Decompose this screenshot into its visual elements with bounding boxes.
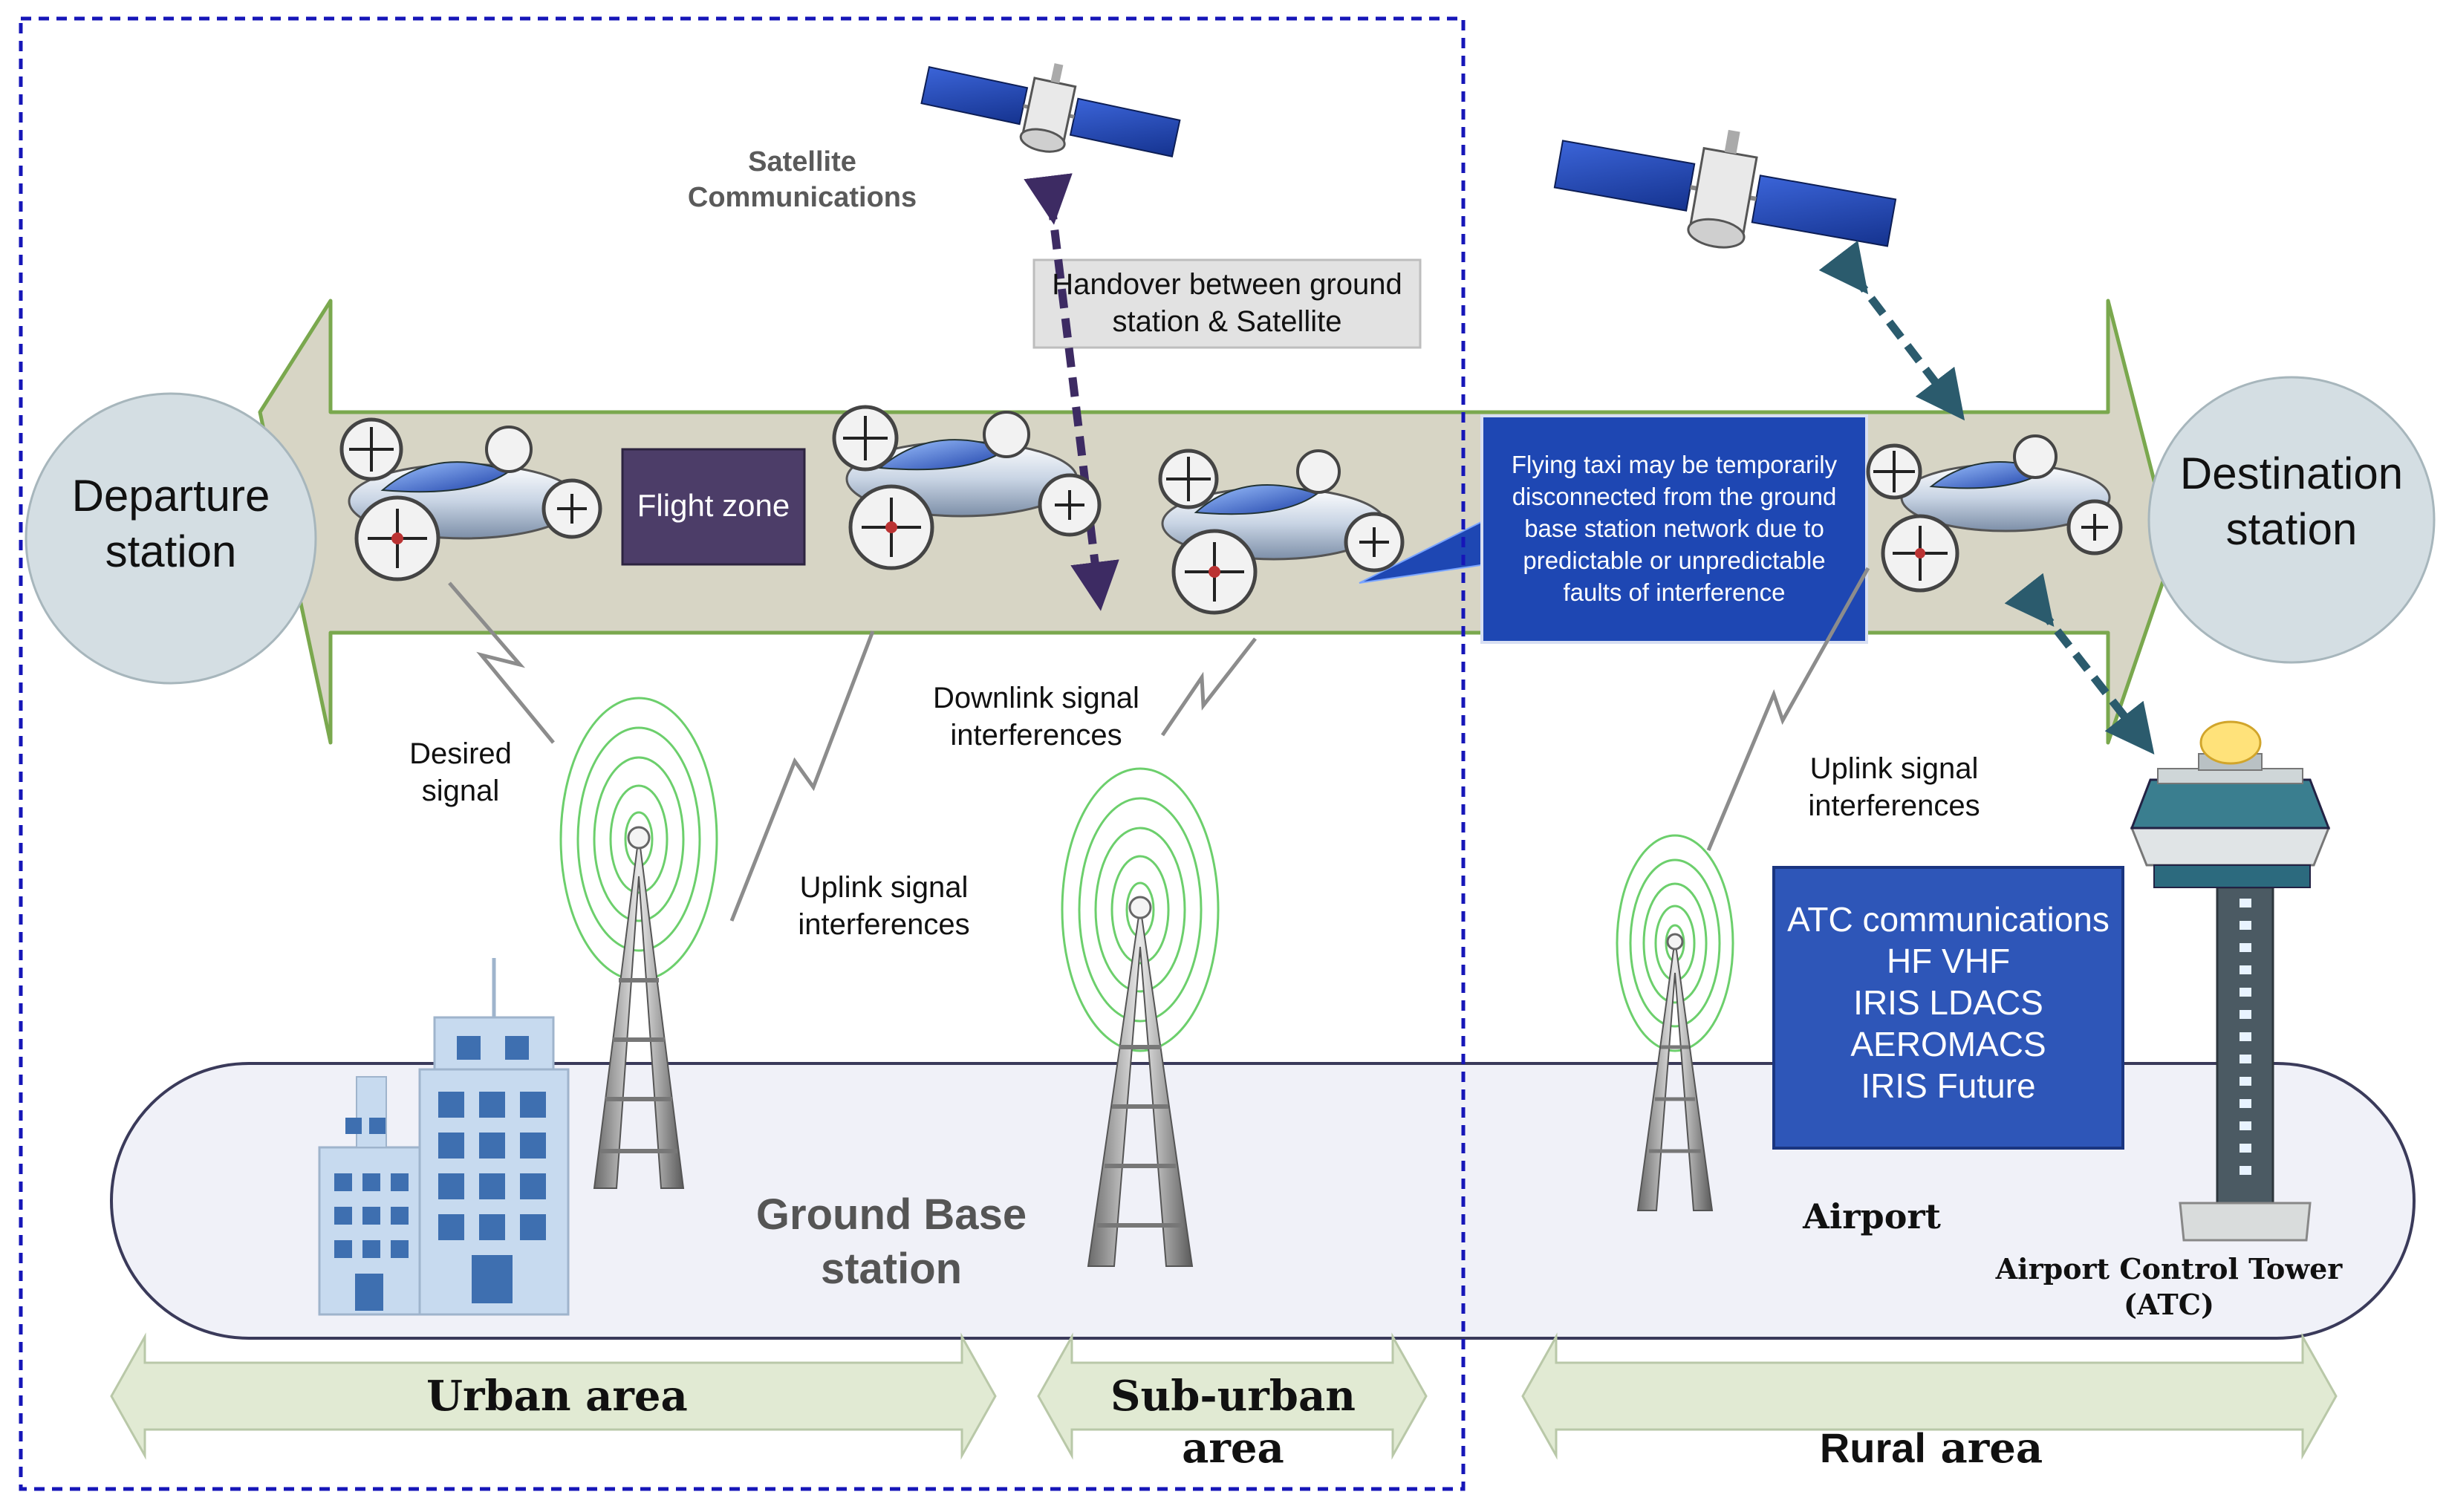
radio-tower-rural-icon (1616, 834, 1734, 1211)
air-taxi-1-icon (339, 417, 602, 581)
rural-area-label-bold: Rural (1819, 1424, 1926, 1471)
urban-buildings-icon (318, 958, 570, 1316)
air-taxi-2-icon (832, 405, 1102, 570)
uplink-urban-label: Uplink signal interferences (798, 871, 970, 941)
destination-station-circle (2147, 376, 2436, 664)
suburban-area-arrow (1037, 1332, 1428, 1460)
disconnect-note-label: Flying taxi may be temporarily disconnec… (1511, 451, 1838, 606)
urban-area-label: Urban area (426, 1372, 688, 1421)
satellite-right-icon (1553, 129, 1897, 249)
departure-station-circle (25, 392, 317, 685)
destination-station-label: Destination station (2179, 449, 2404, 554)
downlink-bolt (1160, 637, 1257, 737)
airport-control-tower-label: Airport Control Tower (ATC) (1995, 1252, 2343, 1321)
satellite-top-icon (920, 63, 1181, 158)
flight-zone-box (621, 448, 806, 566)
uplink-rural-bolt (1706, 567, 1870, 851)
desired-signal-label: Desired signal (409, 737, 512, 807)
radio-tower-suburban-icon (1061, 767, 1220, 1267)
handover-label: Handover between ground station & Satell… (1052, 268, 1402, 338)
atc-communications-label: ATC communications HF VHF IRIS LDACS AER… (1787, 900, 2110, 1106)
departure-station-label: Departure station (71, 471, 270, 576)
handover-dashed-arrow (1024, 173, 1119, 611)
suburban-area-label: Sub-urban area (1110, 1372, 1356, 1473)
satellite-link-dashed-arrow (1818, 240, 1965, 421)
radio-tower-urban-icon (559, 697, 718, 1189)
urban-dashed-border (19, 16, 1466, 1491)
atc-comms-box (1772, 866, 2124, 1150)
air-taxi-4-icon (1866, 434, 2123, 593)
rural-area-arrow (1521, 1332, 2338, 1460)
rural-area-label-rest: area (1925, 1424, 2043, 1473)
air-taxi-3-icon (1158, 449, 1405, 615)
urban-area-arrow (110, 1332, 997, 1460)
tower-link-dashed-arrow (2004, 573, 2155, 755)
uplink-rural-label: Uplink signal interferences (1808, 752, 1980, 822)
airport-label: Airport (1803, 1196, 1941, 1236)
satellite-communications-label: Satellite Communications (687, 146, 917, 213)
disconnect-note-box (1480, 414, 1868, 644)
ground-base-station-label: Ground Base station (755, 1190, 1027, 1293)
desired-signal-bolt (448, 581, 555, 744)
downlink-label: Downlink signal interferences (933, 682, 1139, 752)
flight-zone-label: Flight zone (637, 488, 790, 523)
rural-area-label: Rural area (1634, 1370, 2228, 1475)
uplink-urban-bolt (729, 630, 875, 922)
airport-control-tower-icon (2130, 720, 2331, 1242)
